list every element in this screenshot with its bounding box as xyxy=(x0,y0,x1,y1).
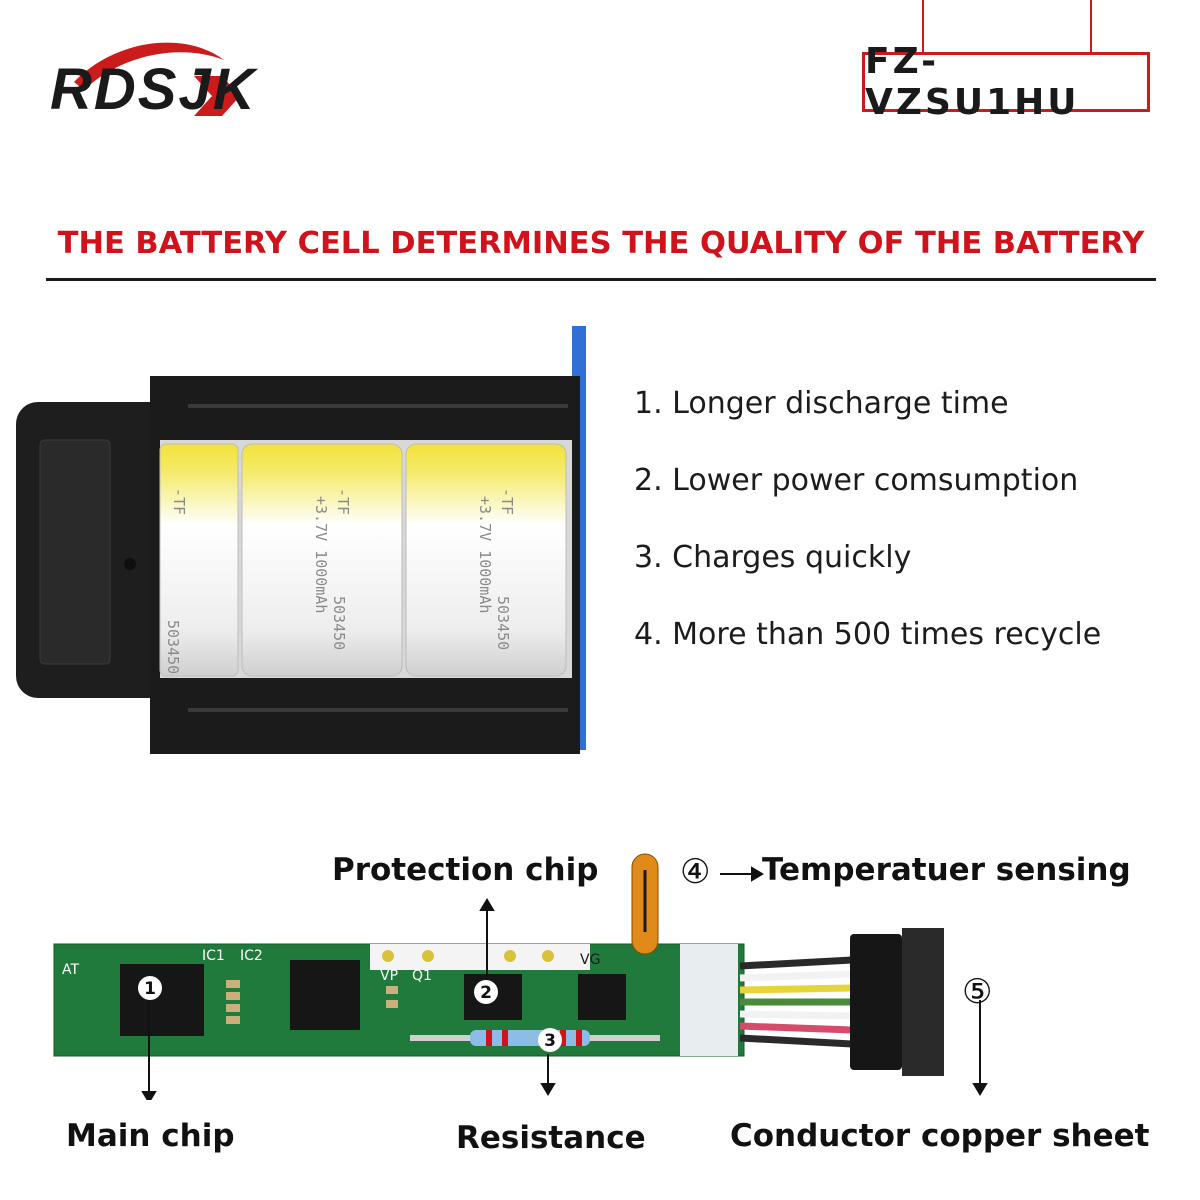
battery-cell-2 xyxy=(241,443,403,677)
battery-cell-1 xyxy=(159,443,239,677)
battery-screw-hole xyxy=(124,558,136,570)
marker-3-icon xyxy=(538,1028,562,1052)
pcb-illustration: IC1 IC2 AT VP Q1 VG 1 2 3 xyxy=(53,853,988,1100)
marker-2: 2 xyxy=(480,983,492,1003)
cell-2-spec: +3.7V 1000mAh xyxy=(312,496,330,613)
marker-1-icon xyxy=(138,976,162,1000)
cell-3-model: 503450 xyxy=(494,596,512,650)
label-conductor-copper-sheet: Conductor copper sheet xyxy=(730,1118,1150,1154)
marker-3: 3 xyxy=(544,1031,556,1051)
battery-groove-top xyxy=(188,404,568,408)
connector-pins xyxy=(902,928,944,1076)
logo-chevron-icon xyxy=(194,76,240,116)
marker-4: ④ xyxy=(680,852,711,892)
connector-housing xyxy=(850,934,902,1070)
headline-divider xyxy=(46,278,1156,281)
silk-q1: Q1 xyxy=(412,968,432,984)
model-tag-hanger-left xyxy=(922,0,924,52)
marker-5: ⑤ xyxy=(962,972,993,1012)
silk-vp: VP xyxy=(380,968,398,984)
marker-2-icon xyxy=(474,980,498,1004)
label-protection-chip: Protection chip xyxy=(332,852,599,888)
battery-end-cap-clip xyxy=(39,439,111,665)
silk-vg: VG xyxy=(580,952,600,968)
headline: THE BATTERY CELL DETERMINES THE QUALITY … xyxy=(57,226,1145,261)
battery-cutaway-illustration: -TF 503450 -TF 503450 +3.7V 1000mAh -TF … xyxy=(16,326,586,754)
feature-item: 2. Lower power comsumption xyxy=(634,463,1079,498)
silk-ic2: IC2 xyxy=(240,948,263,964)
pcb-header-strip xyxy=(370,944,590,970)
brand-logo-mark xyxy=(74,42,240,116)
label-resistance: Resistance xyxy=(456,1120,646,1156)
cell-3-brand: -TF xyxy=(498,488,516,515)
mosfet-chip xyxy=(578,974,626,1020)
pcb-white-tab xyxy=(680,944,738,1056)
battery-groove-bottom xyxy=(188,708,568,712)
model-code-badge: FZ-VZSU1HU xyxy=(862,41,1150,123)
cell-3-spec: +3.7V 1000mAh xyxy=(476,496,494,613)
brand-name: RDSJK xyxy=(50,57,257,122)
cell-1-brand: -TF xyxy=(170,488,188,515)
silk-ic1: IC1 xyxy=(202,948,225,964)
battery-cell-3 xyxy=(405,443,567,677)
main-chip xyxy=(120,964,204,1036)
logo-swoosh-icon xyxy=(74,42,224,90)
model-tag-hanger-right xyxy=(1090,0,1092,52)
feature-item: 1. Longer discharge time xyxy=(634,386,1009,421)
marker-1: 1 xyxy=(144,979,156,999)
cell-2-brand: -TF xyxy=(334,488,352,515)
label-main-chip: Main chip xyxy=(66,1118,235,1154)
feature-item: 4. More than 500 times recycle xyxy=(634,617,1102,652)
silk-at: AT xyxy=(62,962,79,978)
feature-list: 1. Longer discharge time 2. Lower power … xyxy=(634,386,1174,694)
cell-1-model: 503450 xyxy=(164,620,182,674)
feature-item: 3. Charges quickly xyxy=(634,540,912,575)
label-temperature-sensing: Temperatuer sensing xyxy=(762,852,1131,888)
cell-2-model: 503450 xyxy=(330,596,348,650)
ic2-chip xyxy=(290,960,360,1030)
